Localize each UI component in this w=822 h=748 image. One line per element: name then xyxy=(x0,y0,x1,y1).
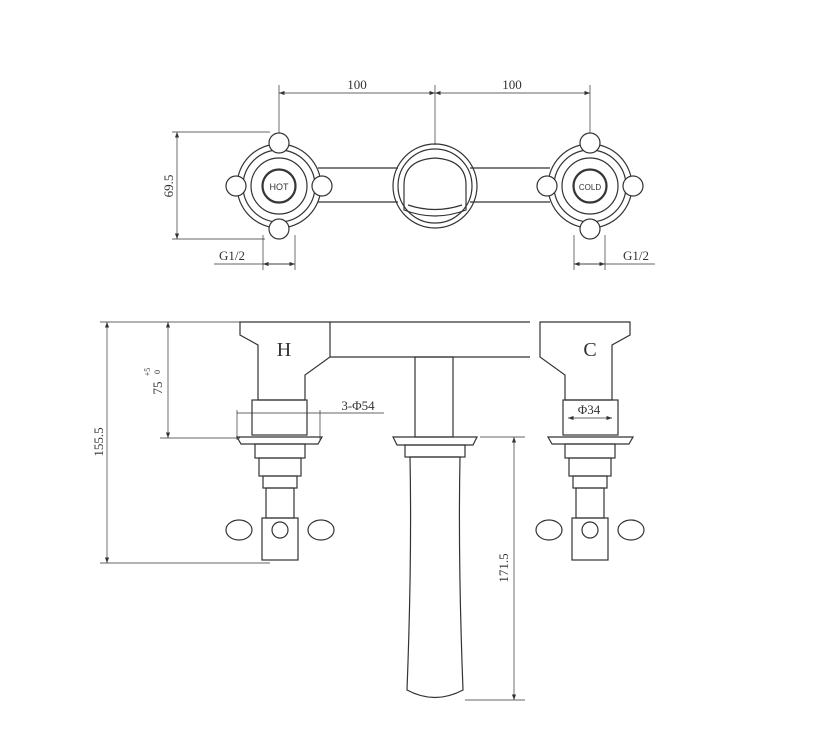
cold-letter: C xyxy=(583,339,596,361)
dim-flange-dia: 3-Φ54 xyxy=(341,398,375,413)
dim-left-100: 100 xyxy=(347,77,367,92)
thread-left-label: G1/2 xyxy=(219,248,245,263)
dim-body-dia: Φ34 xyxy=(578,402,601,417)
cold-handle-top xyxy=(536,132,644,240)
tolerance-lower: 0 xyxy=(153,370,162,374)
hot-handle-top xyxy=(225,132,333,240)
hot-label: HOT xyxy=(270,182,290,192)
dim-body-height: 75 xyxy=(150,382,165,395)
side-view xyxy=(100,321,645,701)
cold-label: COLD xyxy=(579,183,601,192)
thread-right-label: G1/2 xyxy=(623,248,649,263)
dim-total-height: 155.5 xyxy=(91,427,106,456)
dim-spout-length: 171.5 xyxy=(496,553,511,582)
dim-right-100: 100 xyxy=(502,77,522,92)
hot-letter: H xyxy=(277,339,291,361)
tolerance-upper: +5 xyxy=(143,368,152,377)
dim-height-69-5: 69.5 xyxy=(161,175,176,198)
top-view xyxy=(172,85,655,270)
